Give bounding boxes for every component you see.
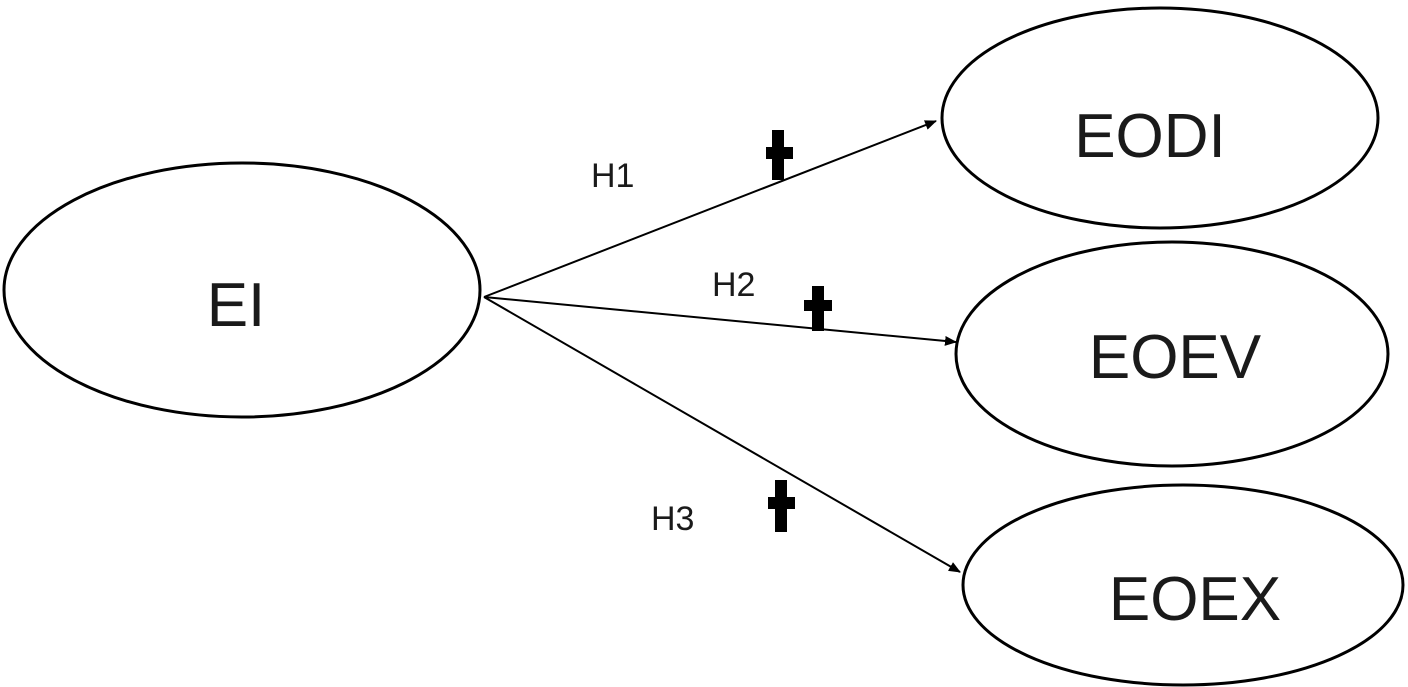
edge-h2-label: H2 — [712, 266, 755, 304]
node-ei-ellipse — [2, 161, 482, 419]
edge-h1-arrow — [483, 120, 937, 298]
node-ei-label: EI — [207, 271, 266, 340]
edge-h1-label: H1 — [591, 157, 634, 195]
node-ei: EI — [2, 161, 482, 419]
edge-h3-sign — [768, 480, 795, 532]
node-eoex-ellipse — [961, 483, 1405, 687]
edge-h2-arrow — [483, 296, 957, 346]
edge-h2-sign — [804, 286, 832, 331]
node-eodi-ellipse — [940, 6, 1380, 230]
edge-h1-sign — [766, 130, 793, 180]
node-eoev-ellipse — [954, 240, 1390, 468]
node-eoex: EOEX — [961, 483, 1405, 687]
node-eoev: EOEV — [954, 240, 1390, 468]
node-eoev-label: EOEV — [1089, 323, 1262, 392]
node-eoex-label: EOEX — [1109, 565, 1281, 634]
edge-h3-label: H3 — [651, 500, 694, 538]
node-eodi: EODI — [940, 6, 1380, 230]
node-eodi-label: EODI — [1074, 102, 1226, 171]
edge-h3-arrow — [483, 296, 961, 573]
